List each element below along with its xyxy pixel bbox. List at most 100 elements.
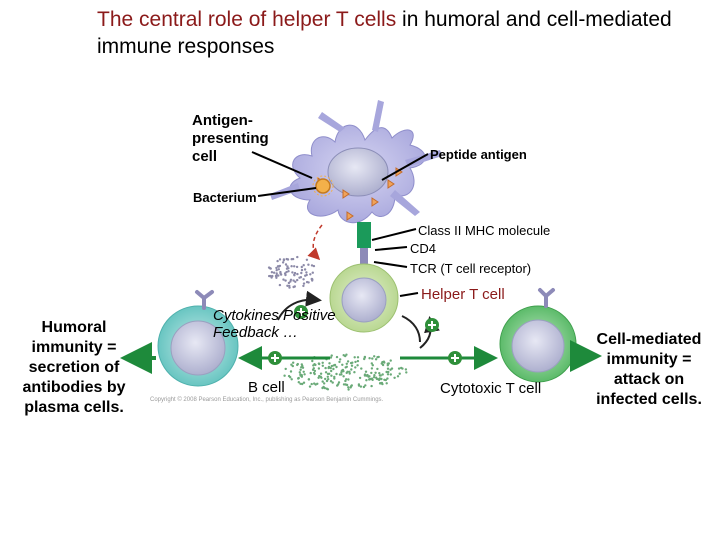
cytokine-dot xyxy=(324,371,328,374)
cytokine-dot xyxy=(381,363,385,367)
cytokine-dot xyxy=(330,374,333,377)
peptide-label: Peptide antigen xyxy=(430,147,527,162)
cytokine-dot xyxy=(307,263,310,266)
cytokine-dot xyxy=(297,377,300,380)
tcr-label: TCR (T cell receptor) xyxy=(410,261,532,276)
cytokine-dot xyxy=(312,264,316,268)
cytokine-dot xyxy=(327,365,331,369)
cytokine-dot xyxy=(328,362,331,365)
cytokine-dot xyxy=(329,366,332,370)
cytokine-dot xyxy=(360,367,363,370)
cytokine-dot xyxy=(277,268,280,271)
cytokine-dot xyxy=(338,360,341,364)
cytokine-dot xyxy=(325,379,329,383)
cytokine-dot xyxy=(288,286,291,289)
cytokine-dot xyxy=(385,370,388,374)
cytokine-dot xyxy=(372,376,376,379)
cytokine-dot xyxy=(379,382,382,385)
cytokine-dot xyxy=(339,358,342,361)
apc-nucleus xyxy=(327,147,389,197)
cytokine-dot xyxy=(344,383,347,386)
cytokine-dot xyxy=(337,381,341,384)
cytokine-dot xyxy=(323,382,326,385)
cytokine-dot xyxy=(346,370,349,373)
cytokine-dot xyxy=(365,379,368,382)
cytokines-label: Cytokines Positive Feedback … xyxy=(213,307,336,341)
cytokine-dot xyxy=(345,378,348,381)
cytokine-dot xyxy=(313,372,316,376)
plus-icon xyxy=(268,351,282,365)
cytokine-dot xyxy=(335,355,339,359)
cytokine-dot xyxy=(311,271,314,274)
cytokine-dot xyxy=(376,356,379,359)
cytokine-dot xyxy=(284,367,287,371)
cytokine-dot xyxy=(329,380,333,383)
cytokine-dot xyxy=(331,381,334,384)
helper-t-cell-label: Helper T cell xyxy=(421,286,505,303)
cytokine-dot xyxy=(364,370,368,373)
bacterium-leader-line xyxy=(257,187,317,197)
cytokine-dot xyxy=(310,382,313,386)
cytokine-dot xyxy=(300,265,303,269)
helper-to-ctc-arrow xyxy=(401,315,421,343)
cytokine-dot xyxy=(286,284,289,287)
cytokine-dot xyxy=(272,271,276,274)
cytokine-dot xyxy=(292,279,295,282)
cytokine-dot xyxy=(351,361,354,364)
cytokine-dot xyxy=(374,358,378,361)
cytokine-dot xyxy=(301,382,304,386)
plus-icon xyxy=(425,318,439,332)
cytokine-dot xyxy=(370,384,373,388)
cytokine-dot xyxy=(319,372,323,375)
cytokine-dot xyxy=(401,367,404,370)
cytokine-dot xyxy=(380,377,383,381)
cytokine-dot xyxy=(290,378,293,381)
cytokine-dot xyxy=(305,258,309,261)
cytokine-dot xyxy=(270,271,274,274)
cytokine-dot xyxy=(374,371,377,374)
cytokine-dot xyxy=(311,359,314,363)
cytokine-dot xyxy=(326,388,330,391)
cytotoxic-t-cell-label: Cytotoxic T cell xyxy=(440,380,542,397)
cytokine-dot xyxy=(321,380,324,383)
bacterium-label: Bacterium xyxy=(193,190,257,205)
cytokine-dot xyxy=(384,378,387,382)
cytokine-dot xyxy=(296,278,299,282)
cytokine-dot xyxy=(368,357,371,360)
bacterium xyxy=(312,175,334,197)
cytokine-dot xyxy=(363,355,367,359)
cytokine-dot xyxy=(287,374,291,378)
cytokine-dot xyxy=(289,280,292,283)
cytokine-dot xyxy=(307,378,311,381)
cytokine-dot xyxy=(302,381,306,384)
helper-t-cell xyxy=(329,263,399,333)
cytokine-dot xyxy=(363,373,367,376)
cytokine-dot xyxy=(282,278,285,281)
cytokine-dot xyxy=(292,361,295,364)
cytokine-dot xyxy=(397,367,401,370)
cytokine-dot xyxy=(354,366,357,369)
cytokine-dot xyxy=(287,270,290,273)
cytokine-dot xyxy=(348,370,351,373)
cytokine-dot xyxy=(405,371,408,374)
cytokine-dot xyxy=(298,276,301,279)
cytokine-dot xyxy=(330,364,333,368)
cytokine-dot xyxy=(371,364,374,367)
mhc-leader-line xyxy=(371,228,417,241)
cytokine-dot xyxy=(300,375,304,378)
apc-label: Antigen-presenting cell xyxy=(192,112,269,165)
cytokine-dot xyxy=(313,382,316,385)
cytokine-dot xyxy=(284,273,287,277)
cytokine-dot xyxy=(347,386,350,389)
cytokine-dot xyxy=(313,363,316,366)
cytokine-dot xyxy=(387,370,390,374)
cytokine-dot xyxy=(277,274,280,277)
cytokine-dot xyxy=(303,268,307,271)
cytokine-dot xyxy=(347,378,350,381)
cytokine-dot xyxy=(295,265,299,269)
cytokine-dot xyxy=(299,368,302,371)
cytokine-dot xyxy=(299,373,302,376)
cytokine-dot xyxy=(324,366,327,370)
b-cell-nucleus xyxy=(170,320,226,376)
